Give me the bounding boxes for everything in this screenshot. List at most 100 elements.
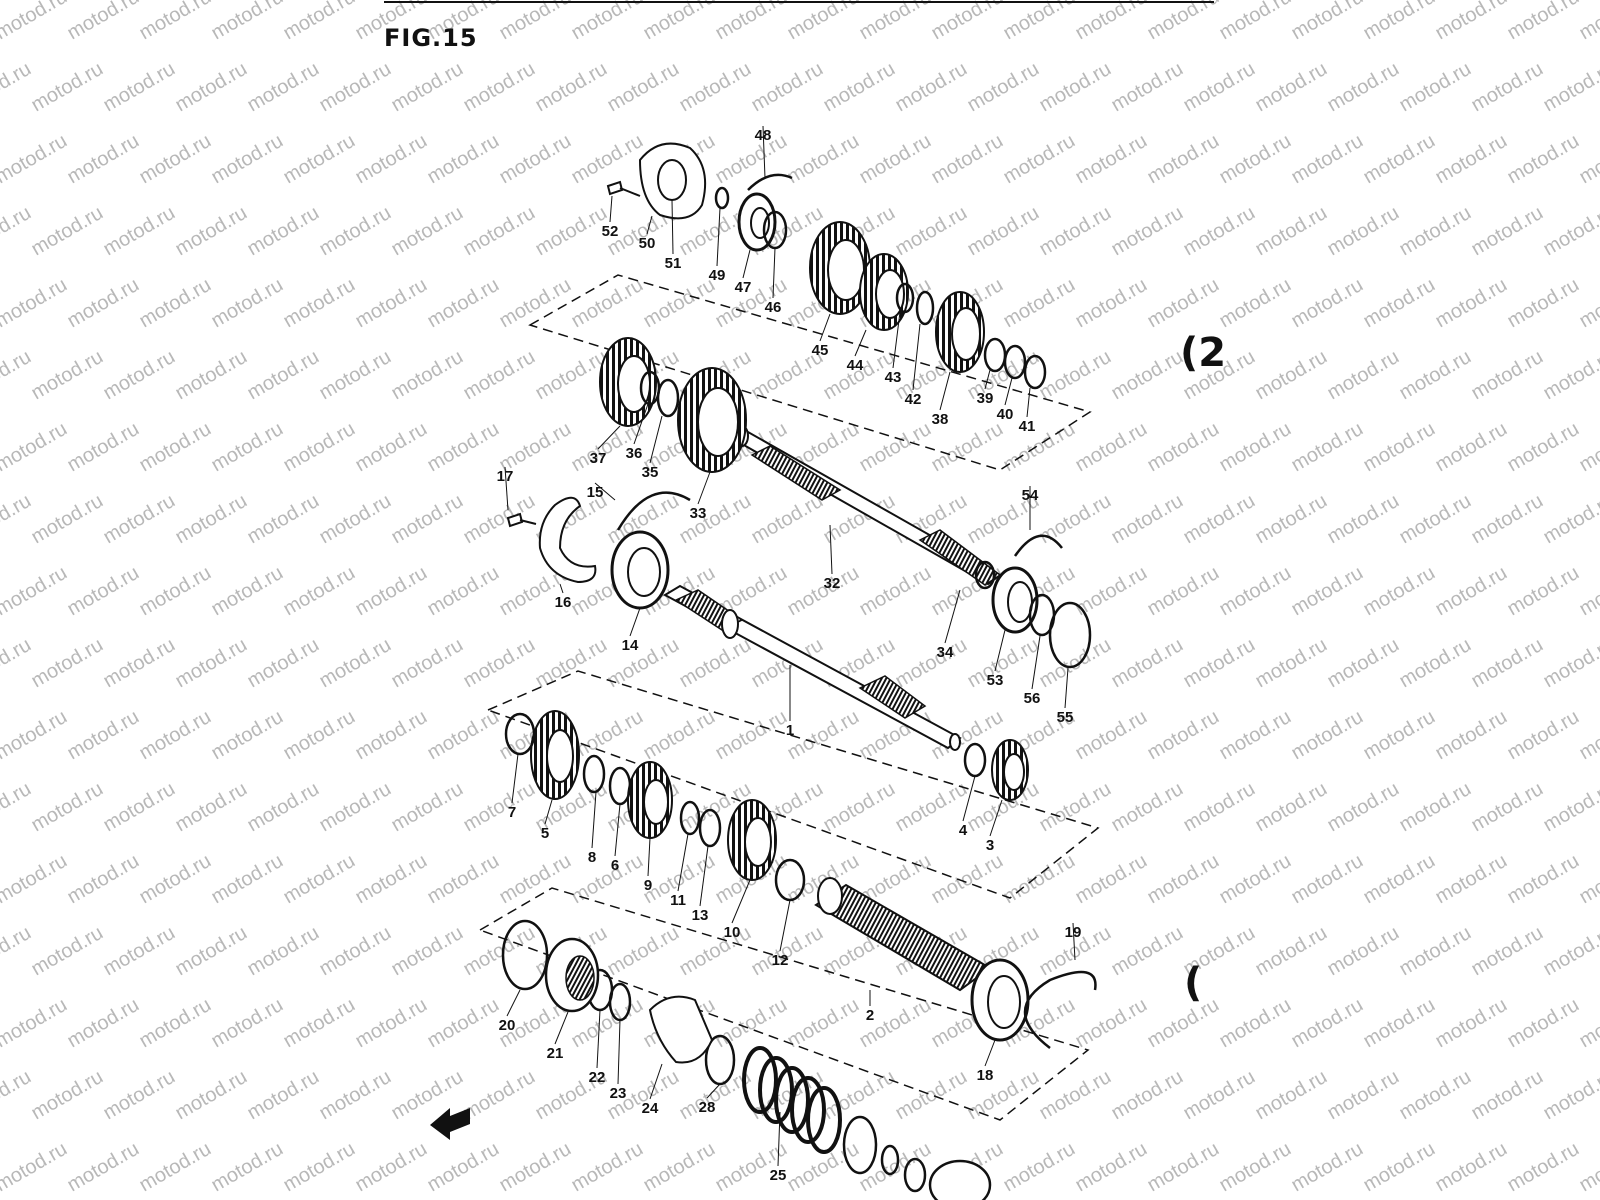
circlips <box>616 173 1097 1049</box>
part-label-52: 52 <box>602 223 619 240</box>
part-label-22: 22 <box>589 1069 606 1086</box>
gear-37 <box>599 337 657 427</box>
part-label-55: 55 <box>1057 709 1074 726</box>
leader-line-18 <box>984 1039 996 1067</box>
leader-line-5 <box>544 799 553 825</box>
leader-line-21 <box>554 1011 569 1045</box>
group-box-driveshaft <box>485 670 1100 899</box>
part-label-33: 33 <box>690 505 707 522</box>
part-label-56: 56 <box>1024 690 1041 707</box>
ring-41 <box>1023 354 1047 390</box>
leader-line-45 <box>819 313 831 342</box>
gear-44 <box>859 253 909 331</box>
part-label-32: 32 <box>824 575 841 592</box>
leader-line-7 <box>511 753 519 804</box>
part-label-2: 2 <box>866 1007 874 1024</box>
leader-line-11 <box>677 833 689 892</box>
part-label-8: 8 <box>588 849 596 866</box>
leader-line-36 <box>633 403 649 445</box>
part-label-48: 48 <box>755 127 772 144</box>
edge-mark-bottom: ( <box>1184 960 1203 1006</box>
leader-line-50 <box>646 215 653 235</box>
ring-bottom <box>880 1144 900 1176</box>
bearing-18 <box>970 958 1030 1042</box>
leader-line-32 <box>829 524 833 575</box>
part-label-40: 40 <box>997 406 1014 423</box>
bush-6 <box>608 766 632 806</box>
cover-plate-50 <box>638 142 707 220</box>
part-label-6: 6 <box>611 857 619 874</box>
leader-line-10 <box>731 879 751 924</box>
circlip-48 <box>747 173 793 191</box>
ring-40 <box>1003 344 1027 380</box>
leader-line-13 <box>699 845 709 907</box>
part-label-20: 20 <box>499 1017 516 1034</box>
collar-56 <box>1028 593 1056 637</box>
part-label-21: 21 <box>547 1045 564 1062</box>
leader-line-19 <box>1072 922 1076 961</box>
ring-20 <box>501 919 549 991</box>
bush-12 <box>774 858 806 902</box>
bearing-53 <box>991 566 1039 634</box>
leader-line-44 <box>854 329 867 357</box>
gear-3 <box>991 739 1029 801</box>
leader-line-6 <box>614 803 621 857</box>
ring-49 <box>714 186 730 210</box>
leader-line-53 <box>994 629 1006 672</box>
leader-line-3 <box>989 799 1003 837</box>
retainer-16 <box>538 496 597 584</box>
washer-8 <box>582 754 606 794</box>
leader-line-41 <box>1026 387 1031 418</box>
part-label-49: 49 <box>709 267 726 284</box>
washer-39 <box>983 337 1007 373</box>
leader-line-49 <box>716 207 721 267</box>
part-label-12: 12 <box>772 952 789 969</box>
leader-line-8 <box>591 791 597 849</box>
leader-line-37 <box>597 425 621 450</box>
leader-line-46 <box>772 247 776 299</box>
part-label-7: 7 <box>508 804 516 821</box>
part-label-38: 38 <box>932 411 949 428</box>
washer-34 <box>974 560 996 590</box>
countershaft-32 <box>733 425 1002 586</box>
part-label-19: 19 <box>1065 924 1082 941</box>
part-label-3: 3 <box>986 837 994 854</box>
part-label-36: 36 <box>626 445 643 462</box>
part-label-15: 15 <box>587 484 604 501</box>
leader-line-12 <box>779 899 791 952</box>
part-label-39: 39 <box>977 390 994 407</box>
part-label-10: 10 <box>724 924 741 941</box>
part-label-46: 46 <box>765 299 782 316</box>
part-label-54: 54 <box>1022 487 1039 504</box>
part-label-53: 53 <box>987 672 1004 689</box>
leader-line-9 <box>647 837 651 877</box>
part-label-41: 41 <box>1019 418 1036 435</box>
part-label-17: 17 <box>497 468 514 485</box>
part-label-13: 13 <box>692 907 709 924</box>
gear-5 <box>530 710 580 800</box>
ring-7 <box>504 712 536 756</box>
leader-line-20 <box>506 989 521 1017</box>
leader-line-4 <box>962 775 976 822</box>
washer-13 <box>698 808 722 848</box>
leader-line-33 <box>697 471 711 505</box>
leader-line-56 <box>1031 635 1041 690</box>
leader-line-38 <box>939 371 951 411</box>
part-label-42: 42 <box>905 391 922 408</box>
ring-bottom-2 <box>903 1157 927 1193</box>
ring-43 <box>895 282 915 314</box>
part-label-11: 11 <box>670 892 686 909</box>
gear-38 <box>935 291 985 373</box>
part-labels: 1234567891011121314151617181920212223242… <box>497 125 1082 1184</box>
part-label-44: 44 <box>847 357 864 374</box>
part-label-35: 35 <box>642 464 659 481</box>
part-label-47: 47 <box>735 279 752 296</box>
figure-title: FIG.15 <box>384 24 478 52</box>
leader-line-48 <box>762 125 766 179</box>
seal-55 <box>1048 601 1092 669</box>
screw-17 <box>506 512 537 528</box>
primary-shaft-2 <box>814 877 992 992</box>
ring-42 <box>915 290 935 326</box>
leader-line-16 <box>559 583 564 594</box>
